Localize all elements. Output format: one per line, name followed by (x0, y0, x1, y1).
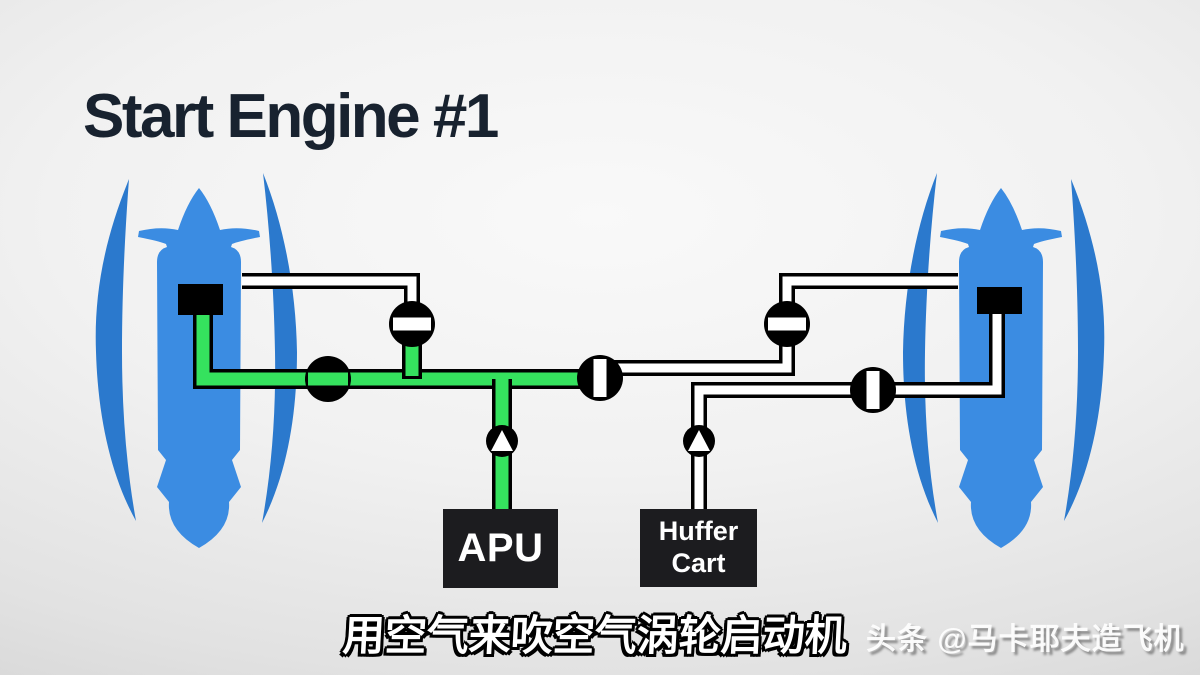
engine-2-bleed-valve-closed-icon (764, 301, 810, 347)
huffer-check-valve-icon (683, 425, 715, 457)
engine-1-bleed-duct (242, 273, 420, 324)
engine-1-start-valve-open-icon (305, 356, 351, 402)
huffer-cart-source-box: Huffer Cart (640, 509, 757, 587)
isolation-valve-closed-icon (577, 355, 623, 401)
engine-1-bleed-valve-closed-icon (389, 301, 435, 347)
apu-source-box: APU (443, 509, 558, 588)
engine-2-starter-unit (977, 287, 1022, 314)
engine-1-starter-unit (178, 284, 223, 315)
chinese-subtitle: 用空气来吹空气涡轮启动机 (341, 612, 849, 659)
huffer-label-line1: Huffer (658, 516, 739, 547)
valves (305, 301, 896, 457)
huffer-to-engine-2-starter-duct (691, 310, 1005, 512)
pressurized-ducts (193, 308, 600, 512)
apu-label: APU (457, 525, 544, 570)
page-title: Start Engine #1 (83, 82, 499, 151)
channel-watermark: 头条 @马卡耶夫造飞机 (866, 623, 1185, 656)
engine-2-start-valve-closed-icon (850, 367, 896, 413)
huffer-label-line2: Cart (671, 548, 726, 578)
apu-check-valve-icon (486, 425, 518, 457)
